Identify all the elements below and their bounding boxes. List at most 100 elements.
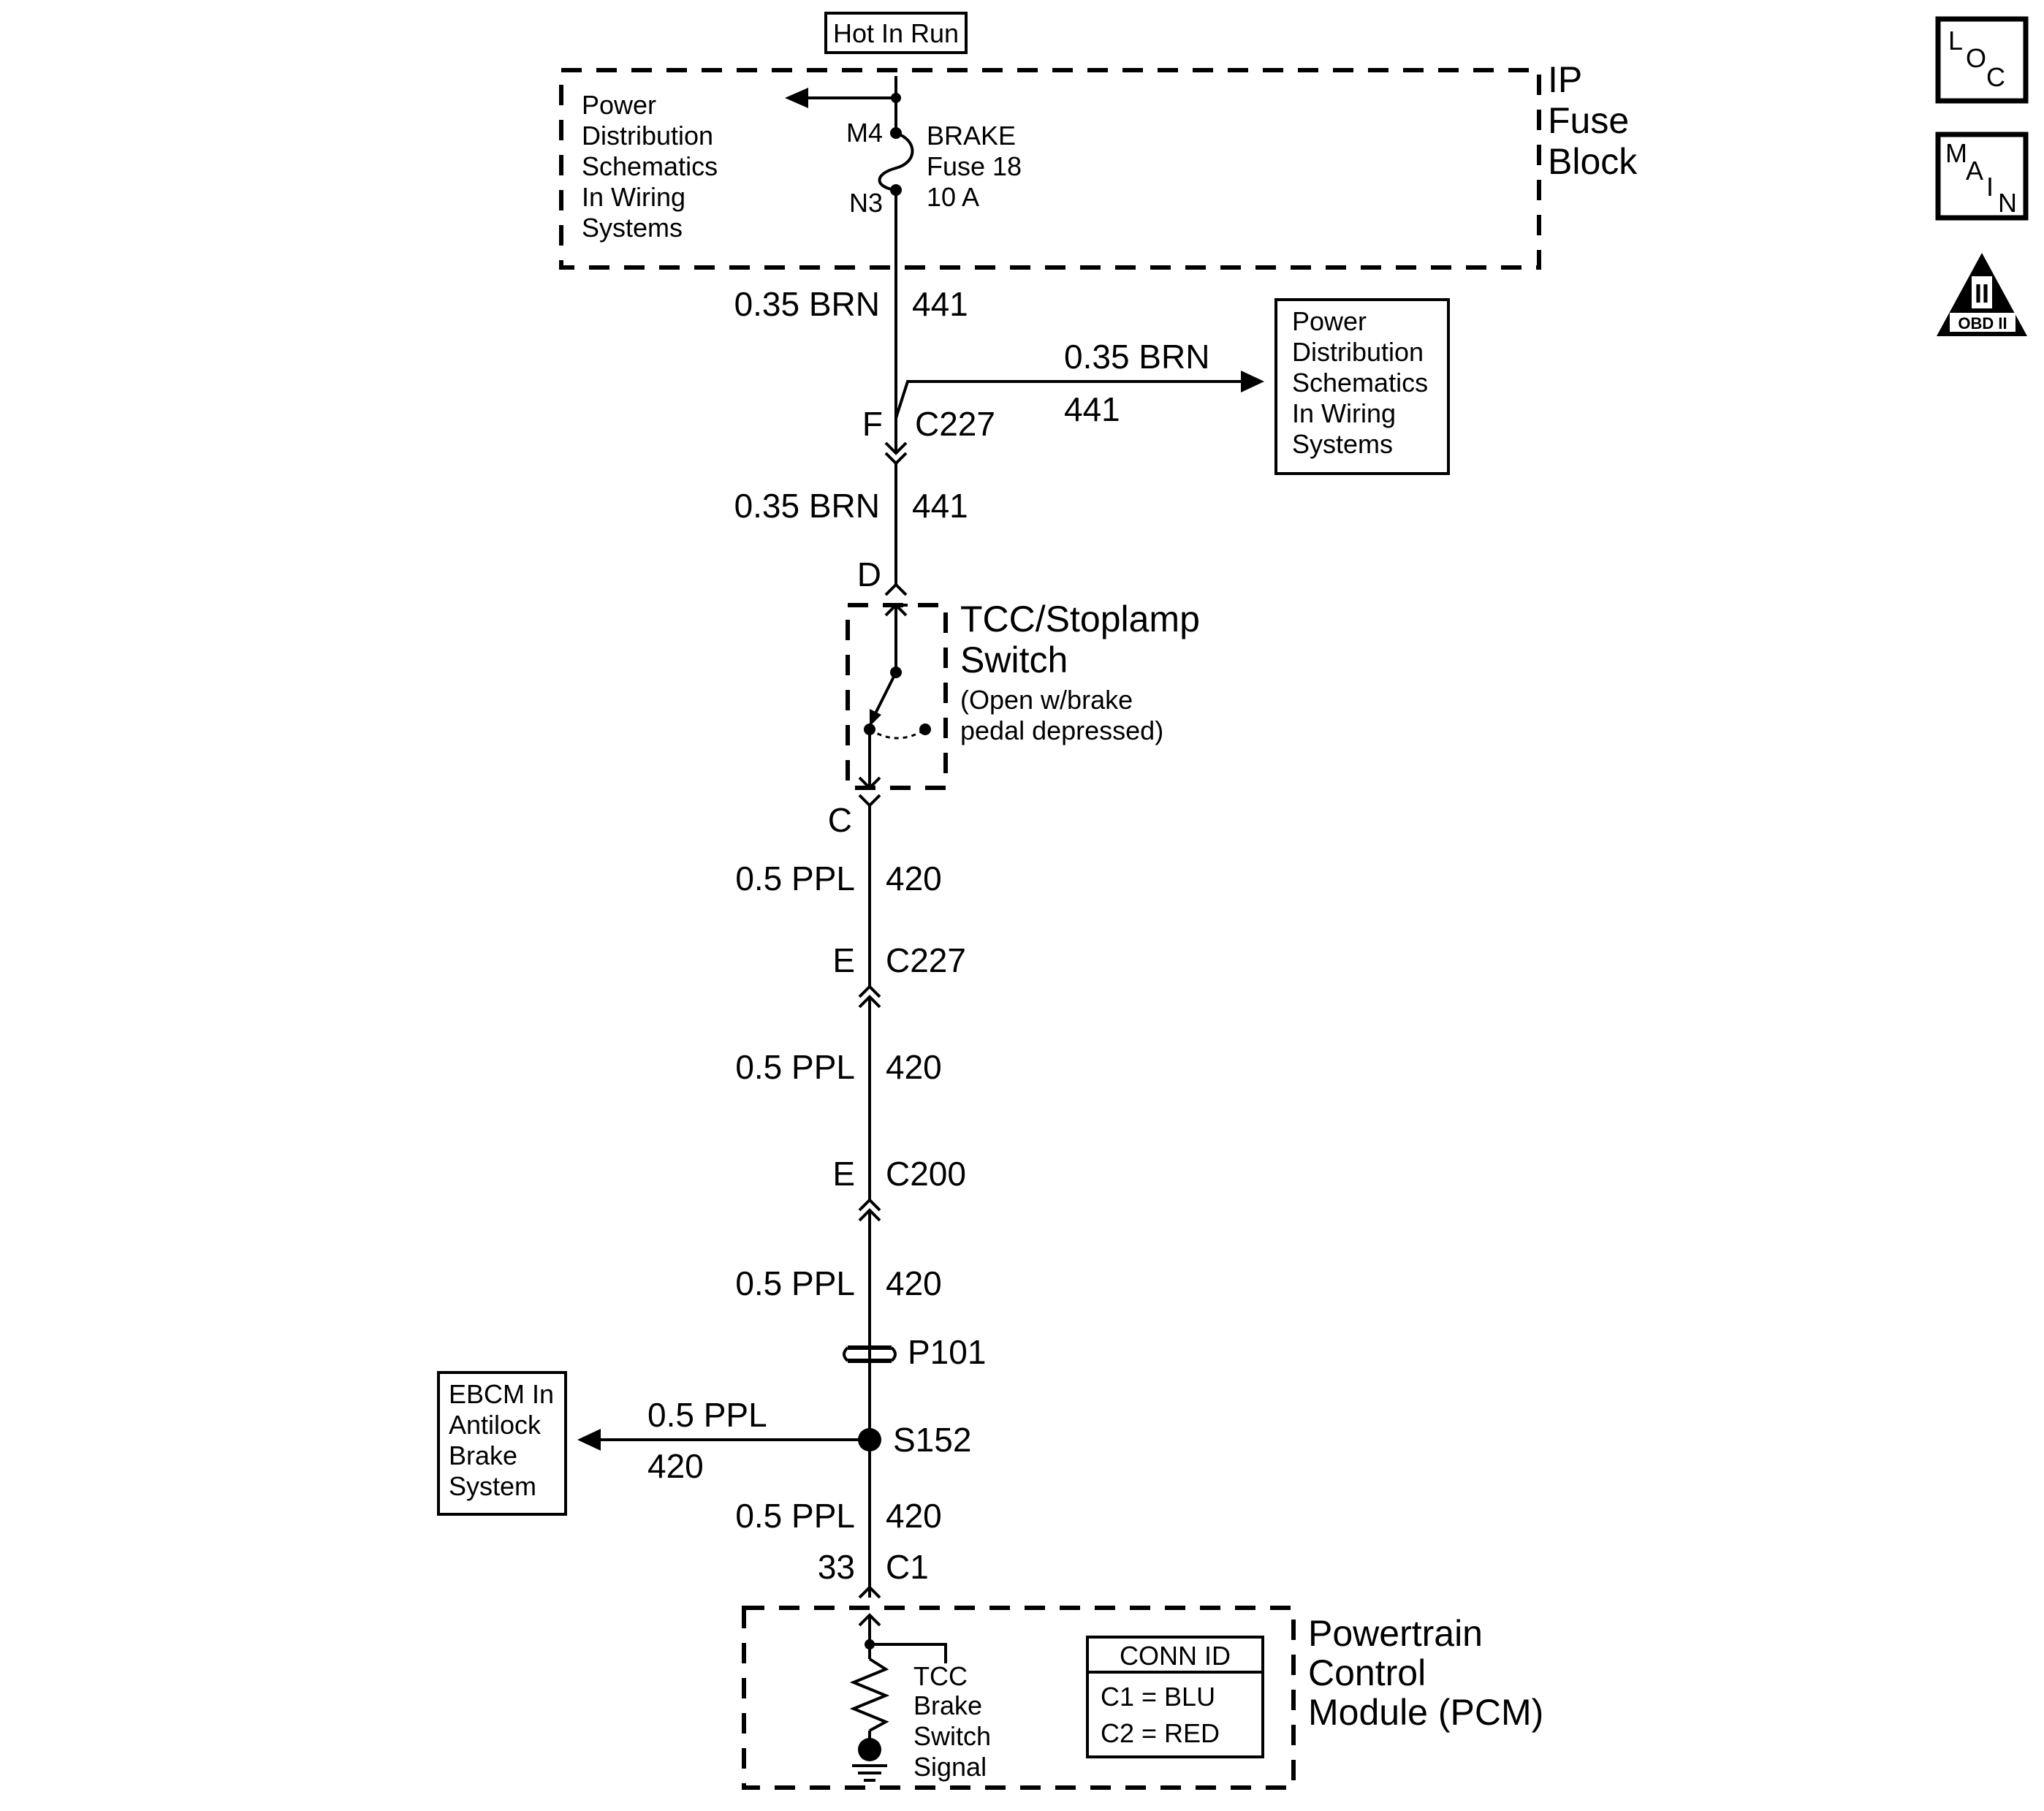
switch-pin-c-symbol — [858, 794, 881, 808]
fuse-rating: 10 A — [927, 182, 979, 212]
ip-fuse-block: IP Fuse Block Power Distribution Schemat… — [559, 59, 1638, 270]
switch-name-2: Switch — [960, 639, 1068, 680]
branch-ref-5: Systems — [1292, 429, 1393, 459]
ground-dot — [858, 1738, 881, 1761]
conn-id-row-c2: C2 = RED — [1101, 1718, 1220, 1748]
connector-pcm-c1: 33 C1 — [818, 1548, 929, 1599]
wire-420-seg1-circuit: 420 — [886, 859, 942, 897]
fuse-block-ref-2: Distribution — [582, 121, 713, 151]
wire-420-seg3-circuit: 420 — [886, 1264, 942, 1302]
connector-c200: E C200 — [832, 1155, 966, 1222]
fuse-terminal-m4: M4 — [846, 118, 883, 148]
power-distribution-arrow-head — [785, 88, 808, 108]
svg-text:O: O — [1966, 43, 1986, 73]
wire-420-seg3-gauge: 0.5 PPL — [735, 1264, 855, 1302]
splice-s152: S152 — [858, 1421, 971, 1459]
switch-name-1: TCC/Stoplamp — [960, 599, 1200, 639]
fuse-block-ref-4: In Wiring — [582, 182, 685, 212]
p101-name: P101 — [908, 1333, 986, 1371]
fuse-block-name-3: Block — [1548, 141, 1638, 182]
c200-pin: E — [832, 1155, 855, 1193]
ebcm-ref-2: Antilock — [449, 1410, 542, 1440]
pcm-conn-c1: C1 — [886, 1548, 929, 1586]
loc-icon[interactable]: L O C — [1935, 16, 2029, 104]
pcm-signal-3: Switch — [913, 1721, 991, 1751]
wire-420-seg2-gauge: 0.5 PPL — [735, 1048, 855, 1086]
switch-pin-c: C — [828, 801, 852, 839]
wire-420-ebcm-gauge: 0.5 PPL — [647, 1396, 767, 1434]
obd-ii-icon[interactable]: II OBD II — [1937, 253, 2027, 336]
pcm-outline — [742, 1606, 1296, 1790]
wire-420-seg4-gauge: 0.5 PPL — [735, 1497, 855, 1535]
c227-f-pin: F — [862, 405, 883, 443]
ebcm-ref-box: EBCM In Antilock Brake System — [437, 1371, 567, 1516]
c227-e-pin: E — [832, 941, 855, 979]
branch-arrow-head — [1241, 371, 1264, 392]
switch-pin-d: D — [857, 555, 881, 593]
splice-name: S152 — [893, 1421, 971, 1459]
svg-text:N: N — [1998, 188, 2017, 218]
wire-420-ebcm-circuit: 420 — [647, 1447, 704, 1485]
pcm-name-3: Module (PCM) — [1308, 1692, 1543, 1733]
conn-id-title: CONN ID — [1120, 1641, 1231, 1671]
branch-ref-3: Schematics — [1292, 368, 1428, 398]
c227-e-name: C227 — [886, 941, 966, 979]
fuse-terminal-n3: N3 — [849, 188, 883, 218]
fuse-block-ref-3: Schematics — [582, 151, 718, 181]
c227-f-name: C227 — [915, 405, 995, 443]
power-source-label: Hot In Run — [824, 12, 968, 54]
fuse-number: Fuse 18 — [927, 151, 1022, 181]
pcm-name-1: Powertrain — [1308, 1613, 1483, 1654]
pcm-signal-2: Brake — [913, 1690, 982, 1720]
fuse-block-name-1: IP — [1548, 59, 1582, 100]
wire-441-upper-gauge: 0.35 BRN — [734, 285, 880, 323]
pcm-signal-1: TCC — [913, 1661, 968, 1691]
switch-note-1: (Open w/brake — [960, 685, 1133, 715]
pcm-module: TCC Brake Switch Signal CONN ID C1 = BLU… — [742, 1606, 1543, 1790]
main-icon[interactable]: M A I N — [1935, 132, 2029, 221]
svg-text:C: C — [1986, 62, 2005, 92]
fuse-block-name-2: Fuse — [1548, 100, 1629, 141]
ebcm-ref-3: Brake — [449, 1440, 517, 1470]
ebcm-ref-1: EBCM In — [449, 1379, 554, 1409]
tcc-stoplamp-switch: D C TCC/Stoplamp Switch (Open w/brake pe… — [828, 555, 1200, 839]
ebcm-arrow-head — [577, 1429, 601, 1451]
fuse-symbol — [878, 132, 914, 191]
branch-ref-2: Distribution — [1292, 337, 1424, 367]
fuse-block-outline — [559, 68, 1541, 270]
switch-pin-d-symbol — [884, 582, 908, 596]
svg-text:A: A — [1966, 156, 1983, 186]
fuse-name: BRAKE — [927, 121, 1016, 151]
svg-text:I: I — [1986, 172, 1994, 202]
pcm-name-2: Control — [1308, 1652, 1426, 1693]
connector-c227-f: F C227 — [862, 405, 995, 466]
connector-c227-e: E C227 — [832, 941, 966, 1009]
pcm-resistor — [849, 1658, 890, 1732]
wire-441-branch — [894, 380, 1244, 419]
svg-text:OBD II: OBD II — [1958, 314, 2007, 333]
branch-ref-4: In Wiring — [1292, 398, 1396, 428]
power-source-text: Hot In Run — [833, 18, 959, 48]
pcm-pin-33: 33 — [818, 1548, 855, 1586]
passthrough-p101: P101 — [843, 1333, 986, 1371]
wire-441-branch-circuit: 441 — [1064, 390, 1120, 428]
fuse-block-ref-5: Systems — [582, 213, 683, 243]
switch-note-2: pedal depressed) — [960, 715, 1163, 745]
svg-text:M: M — [1945, 138, 1967, 168]
wire-420-seg4-circuit: 420 — [886, 1497, 942, 1535]
wire-420-seg1-gauge: 0.5 PPL — [735, 859, 855, 897]
wire-441-lower-circuit: 441 — [912, 487, 968, 525]
pcm-signal-4: Signal — [913, 1752, 987, 1782]
branch-ref-1: Power — [1292, 306, 1367, 336]
wire-420-seg2-circuit: 420 — [886, 1048, 942, 1086]
conn-id-row-c1: C1 = BLU — [1101, 1682, 1215, 1712]
wire-441-upper-circuit: 441 — [912, 285, 968, 323]
switch-contact-arm — [873, 672, 897, 717]
branch-ref-box: Power Distribution Schematics In Wiring … — [1274, 298, 1450, 475]
fuse-block-ref-1: Power — [582, 90, 656, 120]
conn-id-table: CONN ID C1 = BLU C2 = RED — [1086, 1636, 1264, 1758]
svg-text:L: L — [1948, 26, 1963, 56]
ebcm-ref-4: System — [449, 1471, 536, 1501]
wire-441-branch-gauge: 0.35 BRN — [1064, 338, 1209, 376]
